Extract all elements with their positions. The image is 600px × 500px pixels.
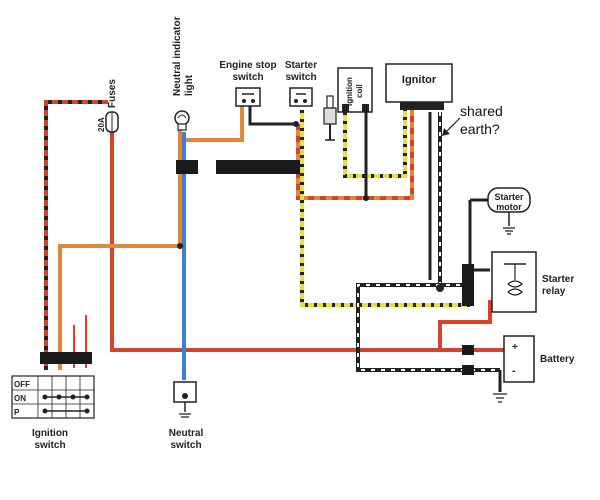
starter-switch-label-2: switch [285, 72, 316, 83]
battery-plus-label: + [512, 342, 518, 353]
starter-switch [289, 87, 313, 107]
neutral-switch [173, 381, 197, 418]
ignition-switch [11, 375, 95, 419]
neutral-indicator-bulb [174, 110, 190, 131]
shared-earth-label-1: shared [460, 103, 503, 119]
ignition-coil [337, 67, 373, 113]
starter-switch-label-1: Starter [285, 60, 317, 71]
wire-black-white-earth [428, 112, 442, 288]
spark-plug-icon [323, 95, 337, 141]
wire-black-stop [248, 104, 298, 126]
ignition-switch-label-2: switch [34, 440, 65, 451]
ignition-coil-label-2: coil [355, 84, 364, 98]
engine-stop-label-2: switch [232, 72, 263, 83]
ign-switch-off-label: OFF [14, 380, 30, 389]
wire-orange-ignitor-loop [296, 110, 414, 200]
starter-motor [468, 187, 531, 235]
shared-earth-arrow [442, 117, 461, 136]
ignition-switch-label-1: Ignition [32, 428, 68, 439]
fuse-20a [105, 111, 119, 133]
starter-motor-label-1: Starter [494, 192, 524, 202]
starter-relay-label-1: Starter [542, 274, 574, 285]
ign-switch-p-label: P [14, 408, 20, 417]
battery-label: Battery [540, 354, 575, 365]
neutral-indicator-label-2: light [184, 74, 195, 96]
neutral-switch-label-1: Neutral [169, 428, 204, 439]
wire-yellow-black [300, 110, 470, 307]
fuse-rating-label: 20A [97, 117, 106, 132]
neutral-indicator-label-1: Neutral indicator [172, 16, 183, 96]
starter-relay-label-2: relay [542, 286, 566, 297]
engine-stop-switch [235, 87, 261, 107]
battery-minus-label: - [512, 365, 516, 377]
connector-blocks [40, 160, 474, 375]
ignition-coil-label-1: Ignition [345, 77, 354, 106]
neutral-switch-label-2: switch [170, 440, 201, 451]
ignitor-box [385, 63, 453, 110]
engine-stop-label-1: Engine stop [219, 60, 276, 71]
wire-red-relay-battery [438, 300, 492, 350]
junction-dots [177, 121, 444, 292]
wire-red-main [44, 100, 108, 370]
battery [493, 335, 535, 403]
starter-relay [491, 251, 537, 313]
fuses-label: Fuses [107, 79, 118, 108]
ignitor-label: Ignitor [402, 74, 437, 86]
wire-red-battery [110, 128, 505, 352]
starter-motor-label-2: motor [496, 202, 522, 212]
shared-earth-label-2: earth? [460, 121, 500, 137]
ign-switch-on-label: ON [14, 394, 26, 403]
wire-orange-switched [58, 104, 244, 370]
